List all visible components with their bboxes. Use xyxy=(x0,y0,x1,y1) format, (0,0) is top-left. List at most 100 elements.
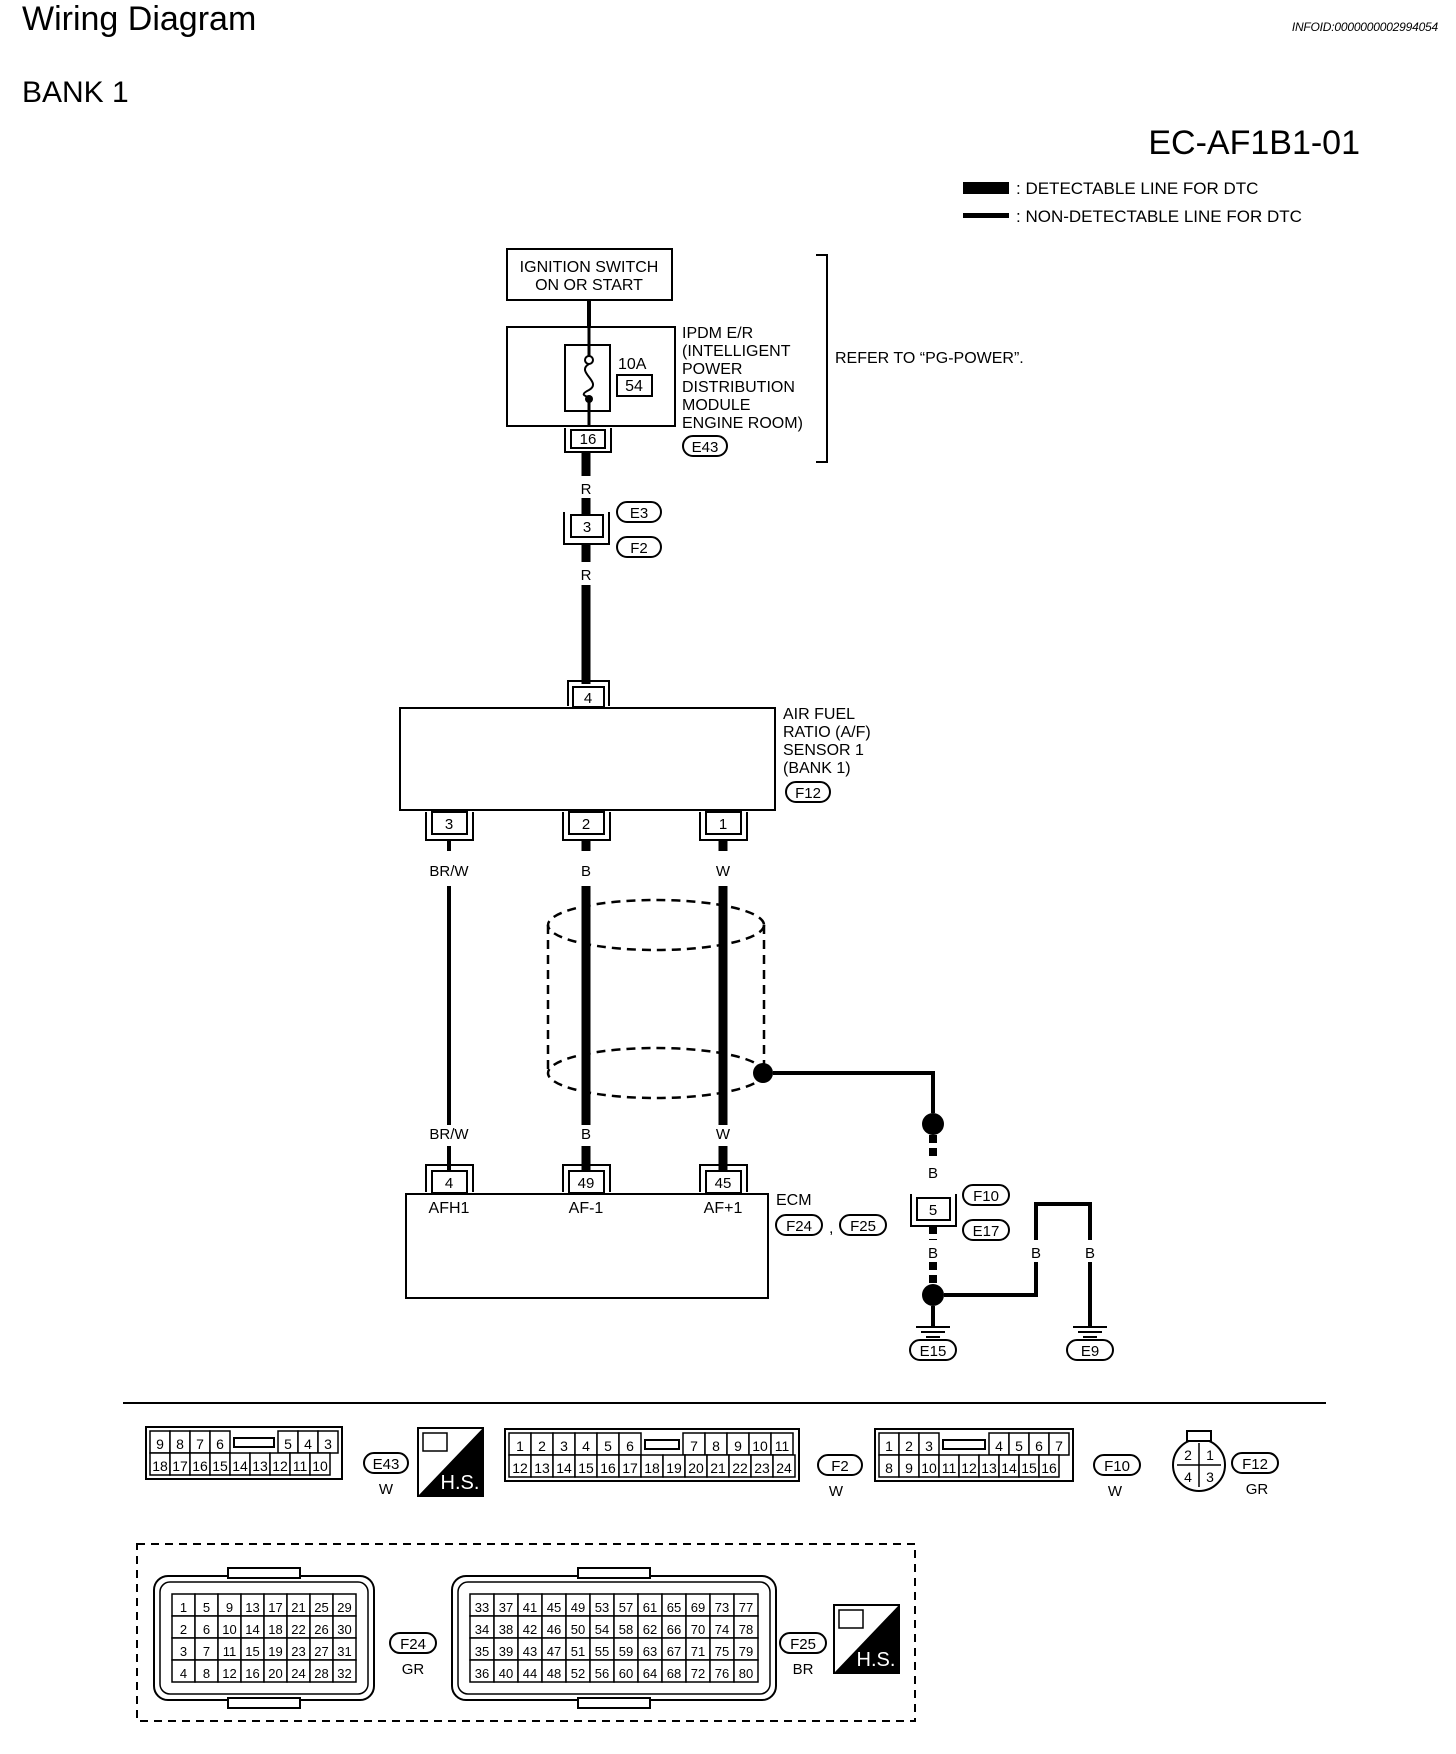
terminal-16 xyxy=(570,429,606,449)
svg-text:E17: E17 xyxy=(973,1223,1000,1240)
hs-connector-icon xyxy=(422,1432,448,1452)
f10-pin-15-label: 15 xyxy=(1021,1460,1037,1476)
f25-pin-60-label: 60 xyxy=(619,1666,633,1681)
f25-pin-80 xyxy=(733,1659,759,1683)
f24-pin-16-label: 16 xyxy=(245,1666,259,1681)
svg-text:SENSOR 1: SENSOR 1 xyxy=(783,742,864,759)
f25-pin-44-label: 44 xyxy=(523,1666,537,1681)
f24-pin-20-label: 20 xyxy=(268,1666,282,1681)
f24-pin-1-label: 1 xyxy=(180,1600,187,1615)
svg-text:H.S.: H.S. xyxy=(441,1472,480,1494)
f10-pin-9-label: 9 xyxy=(905,1460,913,1476)
f2-pin-24-label: 24 xyxy=(776,1460,792,1476)
sensor-pin-3: 3 xyxy=(425,811,474,841)
f24-pin-11-label: 11 xyxy=(223,1644,237,1659)
f12-pin-2: 2 xyxy=(1184,1447,1192,1463)
f25-pin-76-label: 76 xyxy=(715,1666,729,1681)
wire-color-b-e9: B xyxy=(1085,1245,1095,1262)
f25-pin-77-label: 77 xyxy=(739,1600,753,1615)
joint-e3-terminal: 3 xyxy=(583,519,591,536)
e43-pin-17-label: 17 xyxy=(172,1458,188,1474)
f25-pin-33-label: 33 xyxy=(475,1600,489,1615)
face-color-f2: W xyxy=(829,1483,844,1500)
svg-text:F12: F12 xyxy=(795,785,821,802)
f24-pin-10-label: 10 xyxy=(222,1622,236,1637)
e43-pin-13-label: 13 xyxy=(252,1458,268,1474)
f24-pin-9-label: 9 xyxy=(226,1600,233,1615)
ground-tag-e15 xyxy=(909,1339,957,1361)
f25-pin-47-label: 47 xyxy=(547,1644,561,1659)
legend-nondetectable-swatch xyxy=(963,213,1009,218)
svg-text:E43: E43 xyxy=(692,439,719,456)
f2-pin-20-label: 20 xyxy=(688,1460,704,1476)
e43-pin-6-label: 6 xyxy=(216,1436,224,1452)
ground-e15-icon xyxy=(916,1326,950,1338)
ecm-pin-name-af-minus: AF-1 xyxy=(569,1200,604,1217)
svg-text:F25: F25 xyxy=(850,1218,876,1235)
diagram-code: EC-AF1B1-01 xyxy=(1148,124,1360,162)
f12-key xyxy=(1186,1430,1212,1442)
f24-pin-19-label: 19 xyxy=(268,1644,282,1659)
svg-text:(INTELLIGENT: (INTELLIGENT xyxy=(682,343,791,360)
f10-pin-12-label: 12 xyxy=(961,1460,977,1476)
f25-pin-66-label: 66 xyxy=(667,1622,681,1637)
f24-pin-32 xyxy=(332,1659,357,1683)
legend-nondetectable-label: : NON-DETECTABLE LINE FOR DTC xyxy=(1016,207,1302,226)
connector-tag-f12 xyxy=(785,781,831,803)
f2-pin-8-label: 8 xyxy=(712,1438,720,1454)
face-color-f25: BR xyxy=(793,1661,814,1678)
connector-tag-e3 xyxy=(616,501,662,523)
f24-pin-2-label: 2 xyxy=(180,1622,187,1637)
connector-tag-e17 xyxy=(962,1219,1010,1241)
svg-text:F24: F24 xyxy=(786,1218,812,1235)
f25-pin-58-label: 58 xyxy=(619,1622,633,1637)
f24-pin-30-label: 30 xyxy=(337,1622,351,1637)
f25-pin-39-label: 39 xyxy=(499,1644,513,1659)
f24-pin-28-label: 28 xyxy=(314,1666,328,1681)
face-tag-f10 xyxy=(1093,1454,1141,1476)
face-tag-e43 xyxy=(363,1452,409,1474)
fuse-amp: 10A xyxy=(618,356,647,373)
ecm-pin-49: 49 xyxy=(562,1164,611,1194)
joint-f10-terminal: 5 xyxy=(929,1202,937,1219)
wire-color-w-top: W xyxy=(716,863,731,880)
ecm-box xyxy=(405,1193,769,1299)
ignition-line1: IGNITION SWITCH xyxy=(520,259,659,276)
hs-badge-2: H.S. xyxy=(833,1604,900,1674)
f2-pin-15-label: 15 xyxy=(578,1460,594,1476)
f24-pin-22-label: 22 xyxy=(291,1622,305,1637)
f24-pin-8-label: 8 xyxy=(203,1666,210,1681)
svg-text:4: 4 xyxy=(445,1175,453,1192)
svg-text:,: , xyxy=(829,1220,833,1237)
refer-bracket xyxy=(816,254,828,463)
f25-pin-57-label: 57 xyxy=(619,1600,633,1615)
svg-text:F24: F24 xyxy=(400,1636,426,1653)
shielded-cable xyxy=(546,898,766,1100)
f2-pin-1-label: 1 xyxy=(516,1438,524,1454)
f2-pin-12-label: 12 xyxy=(512,1460,528,1476)
f10-pin-6-label: 6 xyxy=(1035,1438,1043,1454)
f10-pin-7-label: 7 xyxy=(1055,1438,1063,1454)
wire-color-brw-bottom: BR/W xyxy=(429,1126,469,1143)
f10-pin-11-label: 11 xyxy=(942,1460,957,1476)
svg-text:49: 49 xyxy=(578,1175,595,1192)
svg-text:AIR FUEL: AIR FUEL xyxy=(783,706,855,723)
f2-pin-11-label: 11 xyxy=(775,1438,790,1454)
e43-pin-5-label: 5 xyxy=(284,1436,292,1452)
connector-tag-f24 xyxy=(775,1214,823,1236)
connector-tag-f10 xyxy=(962,1184,1010,1206)
f10-pin-10-label: 10 xyxy=(921,1460,937,1476)
e43-pin-12-label: 12 xyxy=(272,1458,288,1474)
f12-pin-1: 1 xyxy=(1206,1447,1214,1463)
f25-pin-80-label: 80 xyxy=(739,1666,753,1681)
f25-pin-40-label: 40 xyxy=(499,1666,513,1681)
f25-pin-52-label: 52 xyxy=(571,1666,585,1681)
bank-subtitle: BANK 1 xyxy=(22,76,129,109)
svg-text:ENGINE ROOM): ENGINE ROOM) xyxy=(682,415,803,432)
f2-pin-13-label: 13 xyxy=(534,1460,550,1476)
f25-pin-49-label: 49 xyxy=(571,1600,585,1615)
f10-pin-2-label: 2 xyxy=(905,1438,913,1454)
f24-pin-5-label: 5 xyxy=(203,1600,210,1615)
